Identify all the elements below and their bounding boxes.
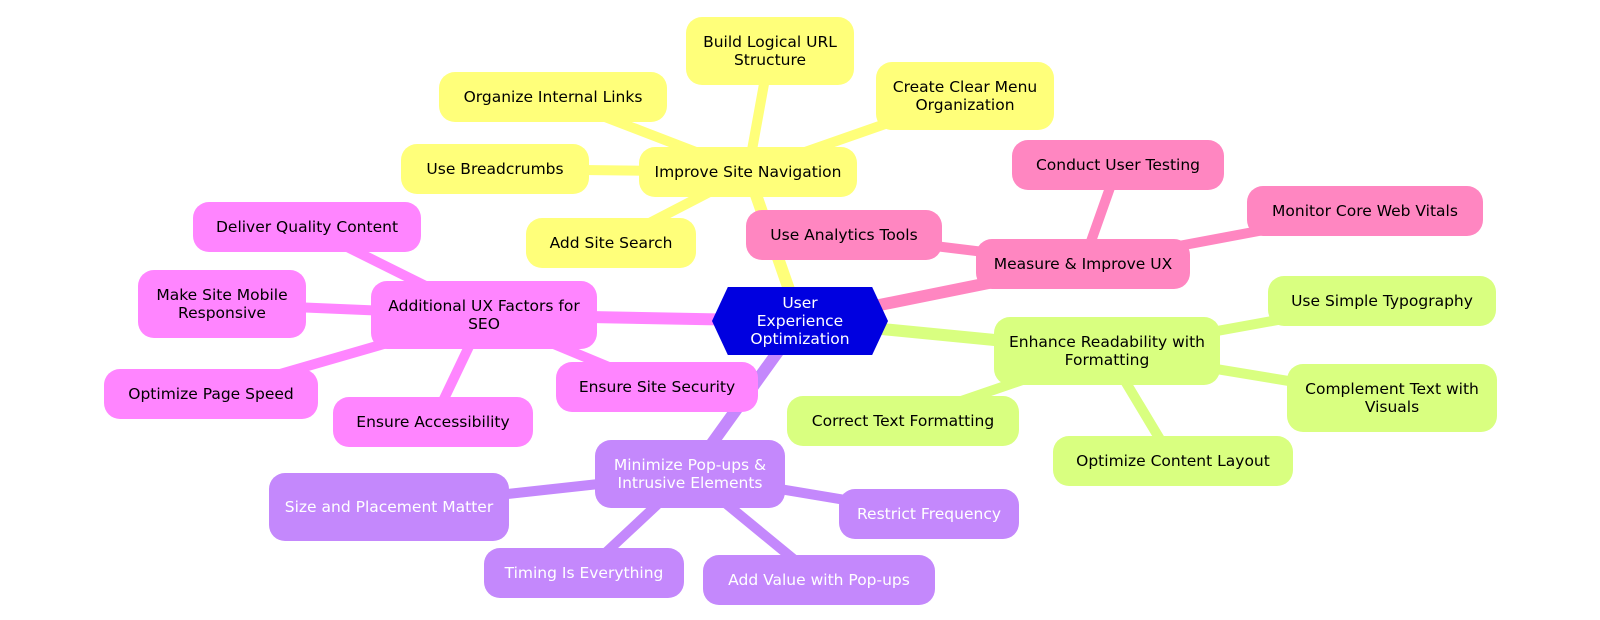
leaf-mobile-responsive[interactable]: Make Site Mobile Responsive (138, 270, 306, 338)
branch-readability[interactable]: Enhance Readability with Formatting (994, 317, 1220, 385)
branch-navigation-label: Improve Site Navigation (654, 163, 842, 181)
leaf-add-site-search[interactable]: Add Site Search (526, 218, 696, 268)
center-node-label: User Experience Optimization (750, 294, 850, 348)
branch-navigation[interactable]: Improve Site Navigation (639, 147, 857, 197)
branch-popups[interactable]: Minimize Pop-ups & Intrusive Elements (595, 440, 785, 508)
branch-additional-label: Additional UX Factors for SEO (388, 297, 580, 333)
leaf-timing[interactable]: Timing Is Everything (484, 548, 684, 598)
branch-popups-label: Minimize Pop-ups & Intrusive Elements (613, 456, 767, 492)
leaf-conduct-user-testing[interactable]: Conduct User Testing (1012, 140, 1224, 190)
branch-measure[interactable]: Measure & Improve UX (976, 239, 1190, 289)
leaf-accessibility[interactable]: Ensure Accessibility (333, 397, 533, 447)
leaf-organize-internal-links[interactable]: Organize Internal Links (439, 72, 667, 122)
leaf-create-menu-organization[interactable]: Create Clear Menu Organization (876, 62, 1054, 130)
leaf-optimize-content-layout[interactable]: Optimize Content Layout (1053, 436, 1293, 486)
leaf-add-value[interactable]: Add Value with Pop-ups (703, 555, 935, 605)
branch-additional[interactable]: Additional UX Factors for SEO (371, 281, 597, 349)
leaf-simple-typography[interactable]: Use Simple Typography (1268, 276, 1496, 326)
branch-readability-label: Enhance Readability with Formatting (1008, 333, 1205, 369)
leaf-restrict-frequency[interactable]: Restrict Frequency (839, 489, 1019, 539)
leaf-use-analytics-tools[interactable]: Use Analytics Tools (746, 210, 942, 260)
leaf-size-placement[interactable]: Size and Placement Matter (269, 473, 509, 541)
leaf-page-speed[interactable]: Optimize Page Speed (104, 369, 318, 419)
leaf-quality-content[interactable]: Deliver Quality Content (193, 202, 421, 252)
leaf-complement-visuals[interactable]: Complement Text with Visuals (1287, 364, 1497, 432)
leaf-use-breadcrumbs[interactable]: Use Breadcrumbs (401, 144, 589, 194)
leaf-monitor-core-web-vitals[interactable]: Monitor Core Web Vitals (1247, 186, 1483, 236)
branch-measure-label: Measure & Improve UX (993, 255, 1173, 273)
leaf-correct-text-formatting[interactable]: Correct Text Formatting (787, 396, 1019, 446)
center-node[interactable]: User Experience Optimization (712, 287, 888, 355)
leaf-site-security[interactable]: Ensure Site Security (556, 362, 758, 412)
leaf-build-url-structure[interactable]: Build Logical URL Structure (686, 17, 854, 85)
